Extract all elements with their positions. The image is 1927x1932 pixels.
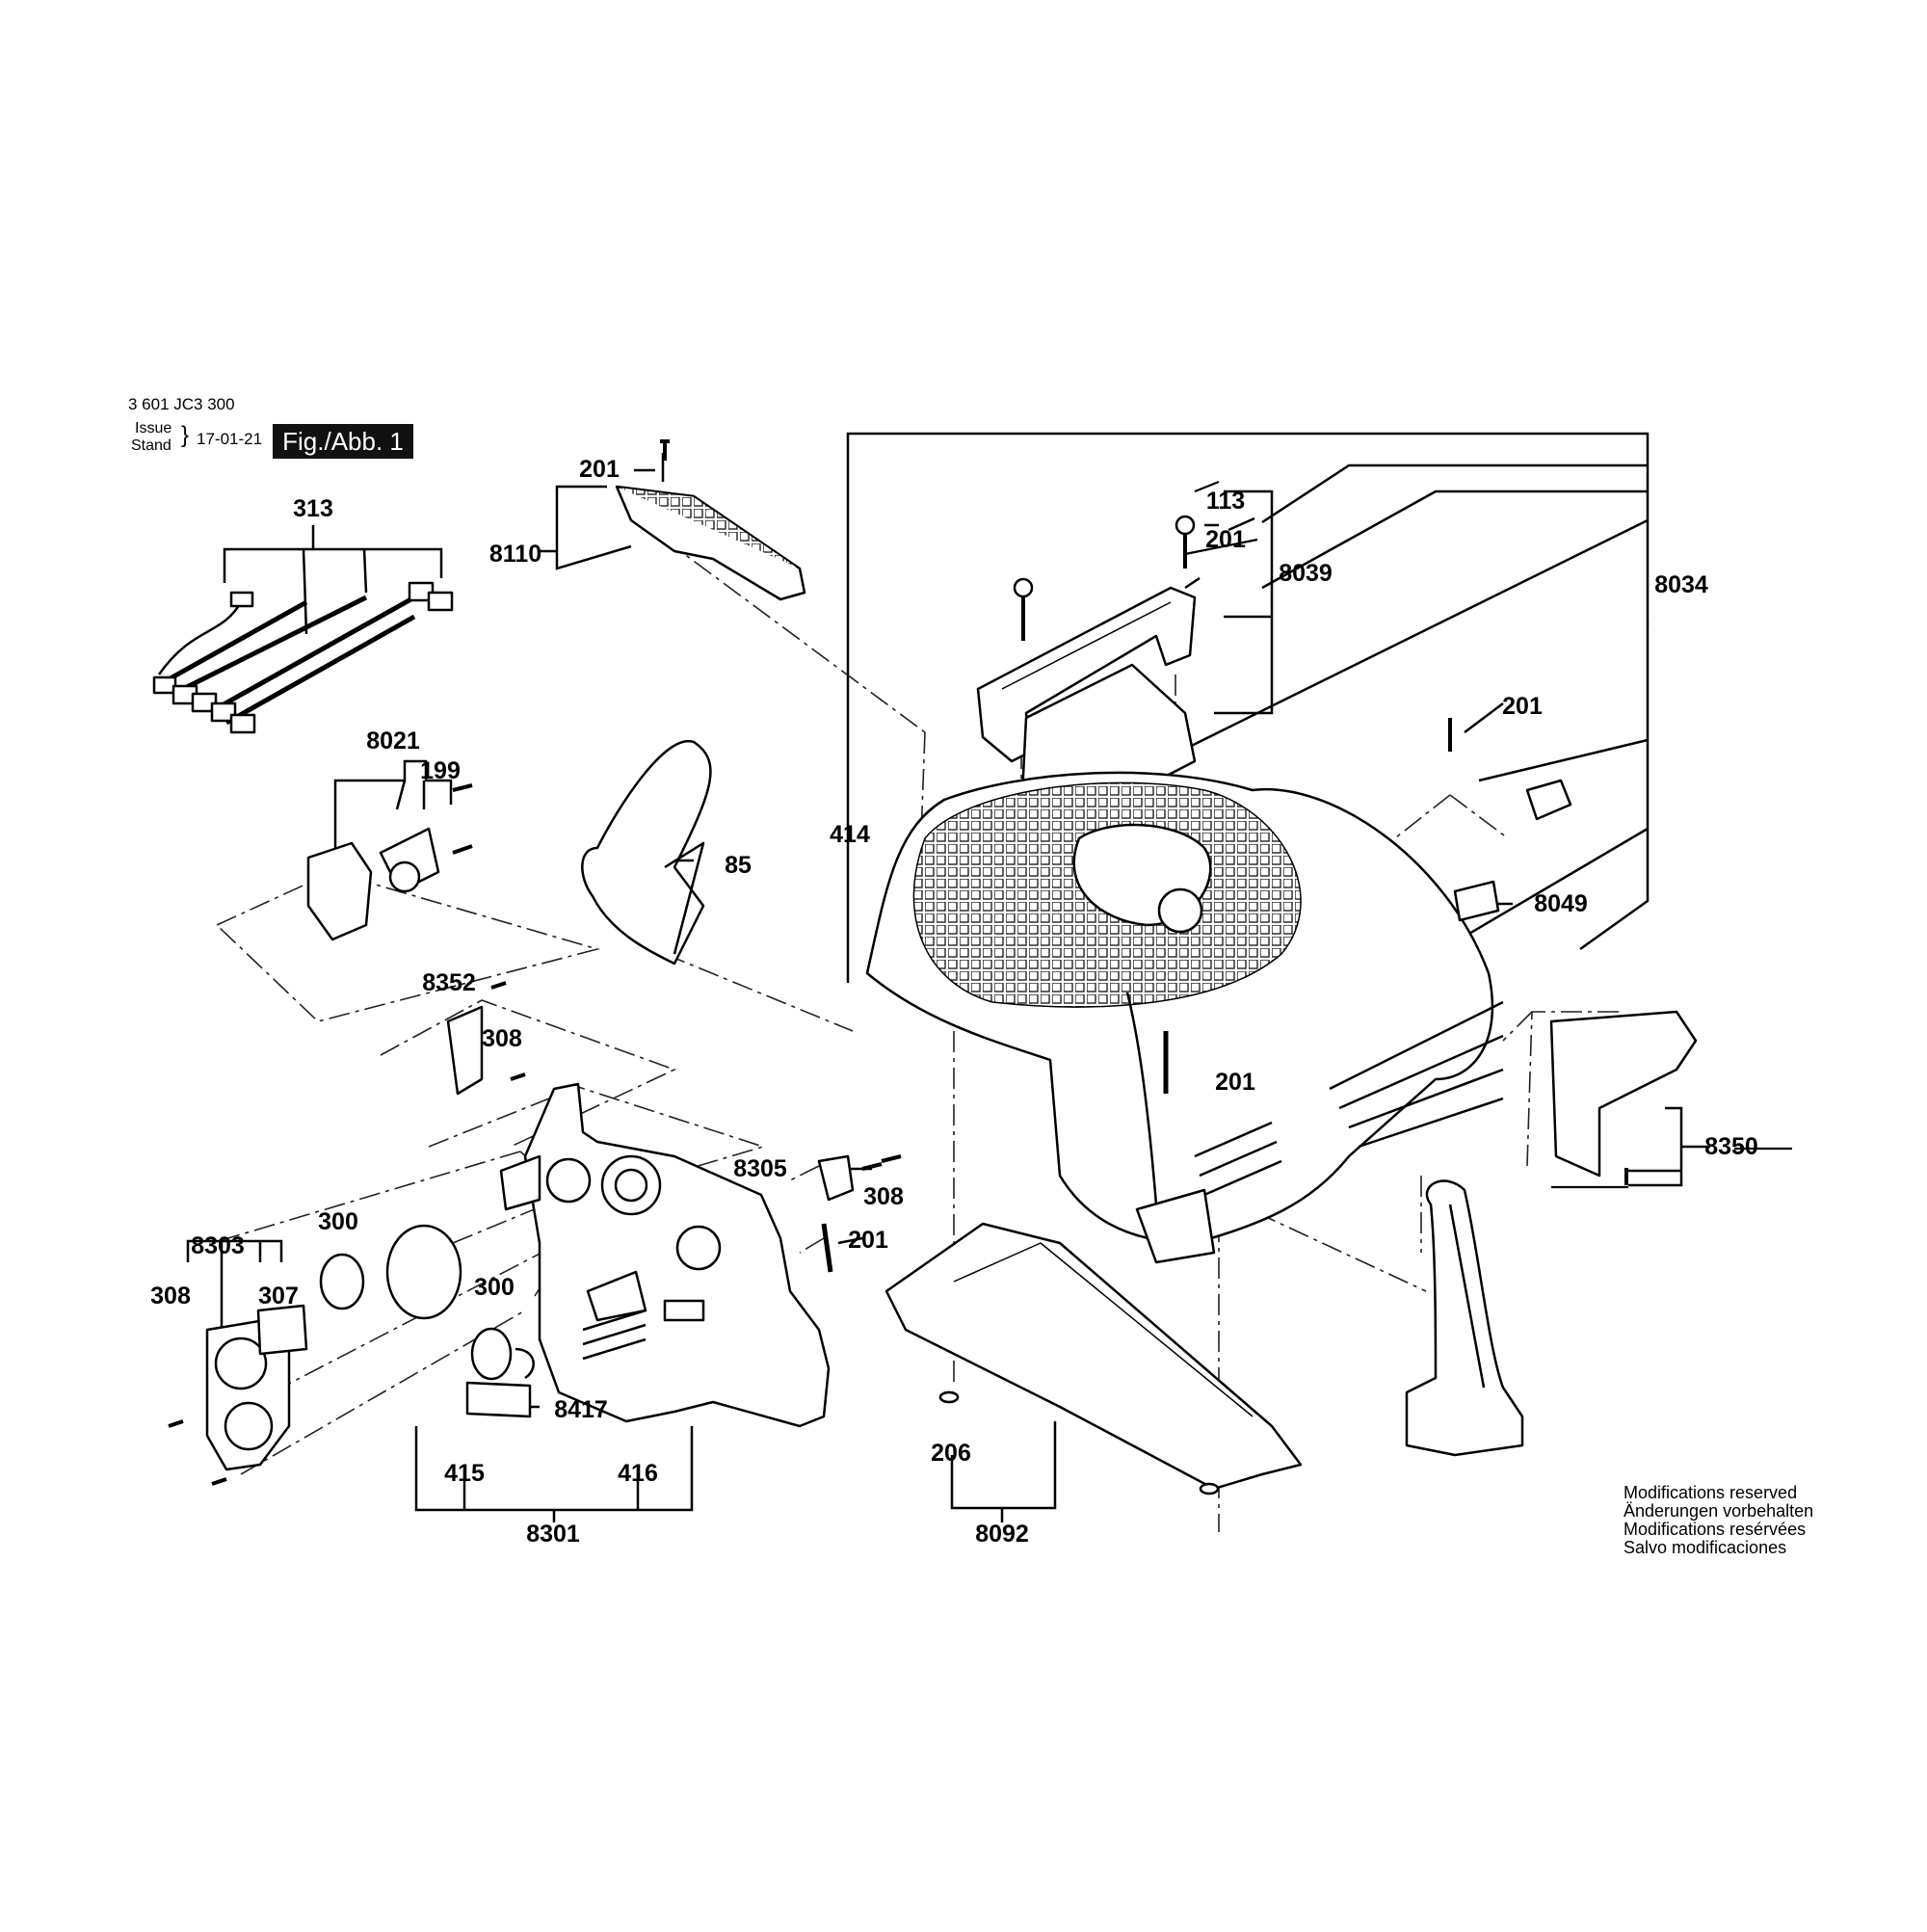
label-8092: 8092	[975, 1521, 1029, 1548]
label-201-handle: 201	[1205, 526, 1246, 553]
handle-8039	[976, 586, 1197, 763]
label-308-c: 308	[150, 1283, 191, 1310]
parts	[152, 439, 1698, 1495]
front-panel-8301	[499, 1082, 831, 1428]
frame-414-line	[846, 432, 1650, 983]
note-de: Änderungen vorbehalten	[1623, 1501, 1814, 1521]
label-8039: 8039	[1279, 560, 1333, 587]
label-8049	[1453, 880, 1500, 922]
hose-holder	[1405, 1179, 1524, 1457]
modifications-notes: Modifications reserved Änderungen vorbeh…	[1623, 1484, 1813, 1557]
label-8417: 8417	[554, 1396, 608, 1423]
label-8303: 8303	[191, 1232, 245, 1259]
note-en: Modifications reserved	[1623, 1483, 1798, 1502]
main-housing	[865, 771, 1504, 1264]
label-8034: 8034	[1654, 571, 1708, 598]
label-85: 85	[725, 852, 752, 879]
knob-300-b	[470, 1327, 513, 1381]
label-300-a: 300	[318, 1208, 358, 1235]
washer-206	[938, 1390, 960, 1404]
strap-85	[581, 739, 712, 966]
issue-label: Issue	[135, 420, 172, 437]
figure-label: Fig./Abb. 1	[273, 424, 413, 459]
label-415: 415	[444, 1460, 485, 1487]
label-313: 313	[293, 495, 333, 522]
label-113: 113	[1205, 488, 1246, 515]
leader-lines	[186, 432, 1710, 1522]
label-201-right: 201	[1502, 693, 1543, 720]
socket-8303	[168, 1304, 308, 1486]
bracket-8034	[1525, 779, 1572, 821]
note-fr: Modifications resérvées	[1623, 1520, 1807, 1539]
plate-8352	[446, 1005, 484, 1096]
issue-date: 17-01-21	[197, 430, 263, 448]
label-8110: 8110	[488, 541, 542, 568]
label-8021: 8021	[366, 728, 420, 754]
label-308-b: 308	[863, 1183, 904, 1210]
label-201-top: 201	[579, 456, 620, 483]
label-206: 206	[931, 1440, 971, 1467]
cable-harness	[152, 581, 454, 734]
knob-300-a	[319, 1253, 365, 1310]
stand-label: Stand	[131, 437, 172, 454]
label-8352: 8352	[422, 969, 476, 996]
drawing-number: 3 601 JC3 300	[128, 395, 235, 413]
label-leaders	[1184, 480, 1792, 1189]
bracket-8350	[1549, 1010, 1698, 1178]
label-300-b: 300	[474, 1274, 515, 1301]
label-308-a: 308	[482, 1025, 522, 1052]
label-8301: 8301	[526, 1521, 580, 1548]
label-414: 414	[830, 821, 870, 848]
label-307: 307	[258, 1283, 299, 1310]
base-plate-8092	[884, 1222, 1303, 1491]
label-8417	[465, 1381, 532, 1418]
label-201-low: 201	[848, 1227, 888, 1254]
label-8350: 8350	[1704, 1133, 1758, 1160]
note-es: Salvo modificaciones	[1623, 1538, 1787, 1557]
brace: }	[181, 422, 190, 448]
part-8305	[817, 1154, 855, 1202]
label-416: 416	[618, 1460, 658, 1487]
label-8049: 8049	[1534, 890, 1588, 917]
label-199: 199	[420, 757, 461, 784]
handle-8110	[615, 485, 806, 601]
label-8305: 8305	[733, 1155, 787, 1182]
knob-large	[385, 1224, 462, 1320]
label-201-mid: 201	[1215, 1069, 1255, 1096]
switch-8021	[306, 783, 473, 941]
